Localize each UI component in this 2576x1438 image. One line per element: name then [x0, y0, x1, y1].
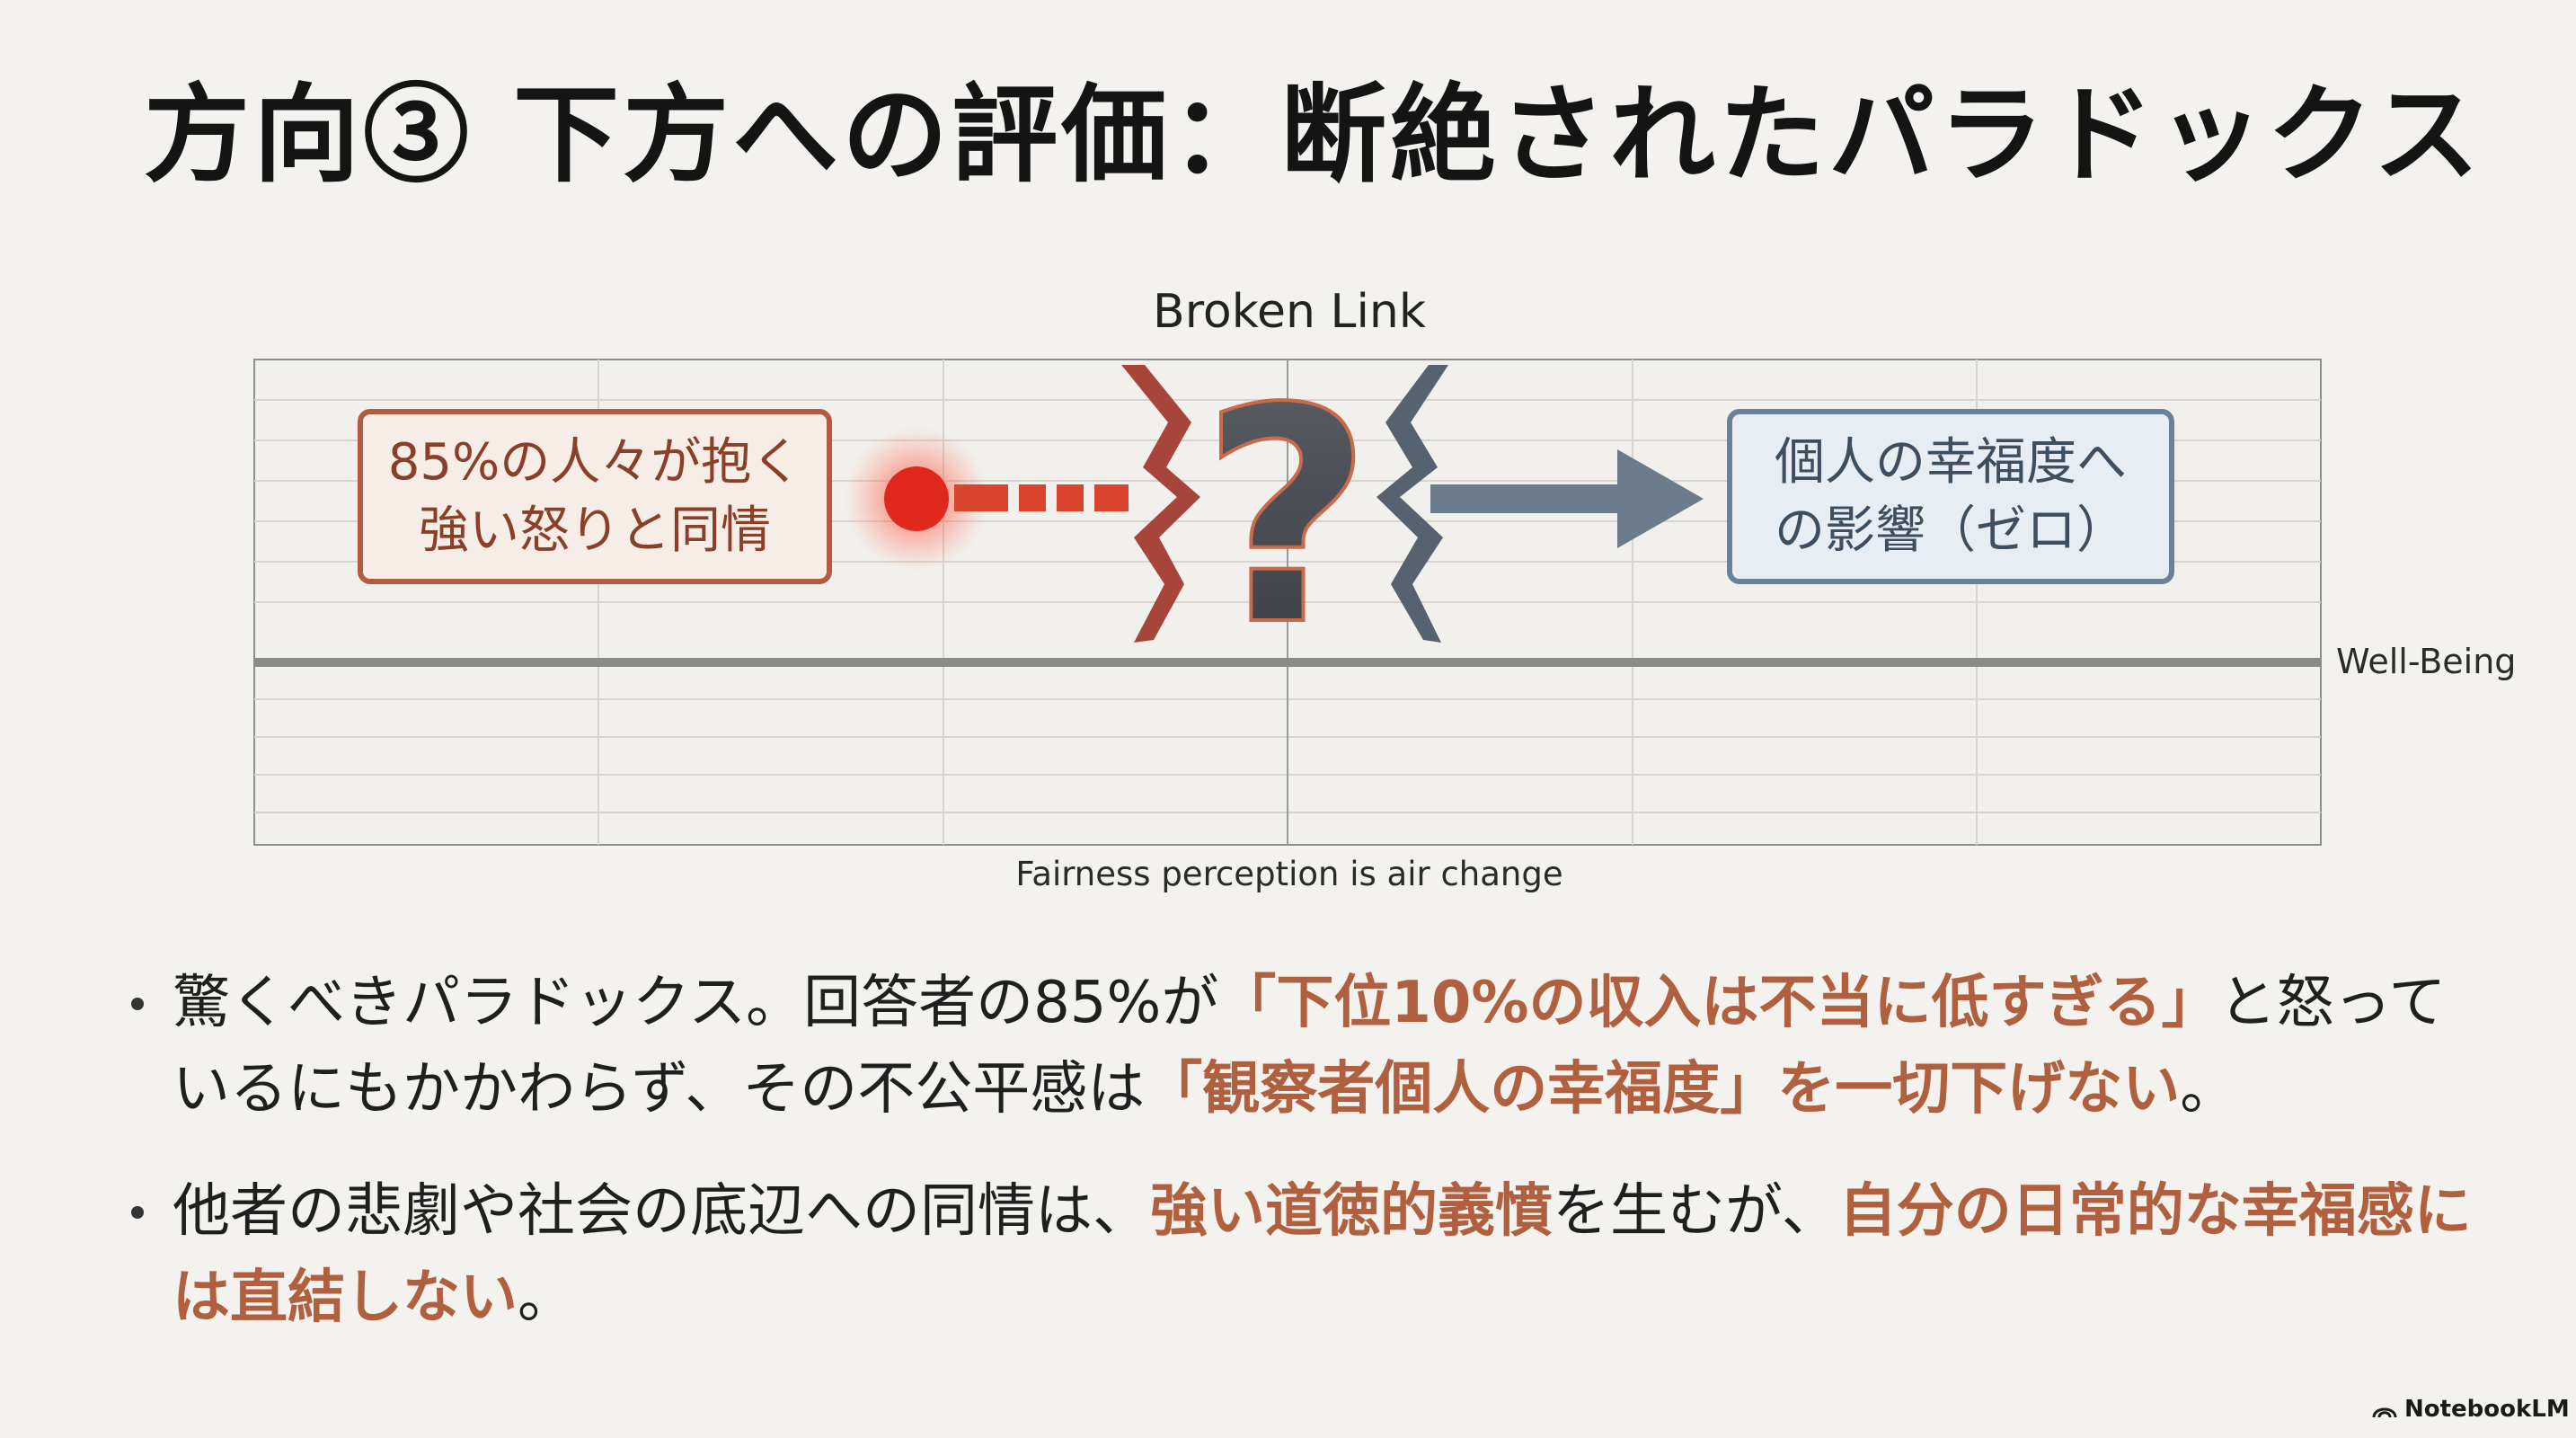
slide-title: 方向③ 下方への評価：断絶されたパラドックス: [144, 72, 2483, 197]
anger-box-line-2: 強い怒りと同情: [419, 501, 771, 560]
diagram-title: Broken Link: [1153, 285, 1426, 339]
anger-sympathy-box: 85%の人々が抱く 強い怒りと同情: [358, 409, 832, 584]
highlight-text: 「下位10%の収入は不当に低すぎる」: [1218, 970, 2219, 1036]
notebooklm-logo-icon: [2372, 1407, 2397, 1418]
bullet-list: 驚くべきパラドックス。回答者の85%が「下位10%の収入は不当に低すぎる」と怒っ…: [126, 960, 2480, 1377]
wellbeing-impact-box: 個人の幸福度へ の影響（ゼロ）: [1727, 409, 2174, 584]
impact-box-line-2: の影響（ゼロ）: [1775, 501, 2127, 560]
well-being-label: Well-Being: [2336, 642, 2517, 681]
impact-box-line-1: 個人の幸福度へ: [1775, 432, 2127, 492]
bullet-item-sympathy: 他者の悲劇や社会の底辺への同情は、強い道徳的義憤を生むが、自分の日常的な幸福感に…: [126, 1168, 2480, 1341]
question-mark-icon: ?: [1200, 345, 1372, 690]
highlight-text: 強い道徳的義憤: [1150, 1178, 1553, 1245]
broken-jagged-edge-left: [1121, 365, 1200, 643]
highlight-text: 「観察者個人の幸福度」を一切下げない: [1145, 1056, 2181, 1123]
axis-caption: Fairness perception is air change: [1015, 855, 1563, 893]
anger-box-line-1: 85%の人々が抱く: [387, 432, 802, 492]
bullet-item-paradox: 驚くべきパラドックス。回答者の85%が「下位10%の収入は不当に低すぎる」と怒っ…: [126, 960, 2480, 1132]
notebooklm-brand: NotebookLM: [2372, 1395, 2570, 1424]
dashed-link: [954, 484, 1129, 511]
arrow-right-icon: [1617, 449, 1704, 548]
broken-jagged-edge-right: [1377, 365, 1448, 643]
highlight-text: 自分の日常的な幸福感には直結しない: [173, 1178, 2472, 1331]
link-arrow-shaft: [1430, 484, 1630, 513]
brand-text: NotebookLM: [2404, 1396, 2570, 1423]
broken-link-diagram: ? Broken Link 85%の人々が抱く 強い怒りと同情 個人の幸福度へ …: [253, 285, 2517, 893]
